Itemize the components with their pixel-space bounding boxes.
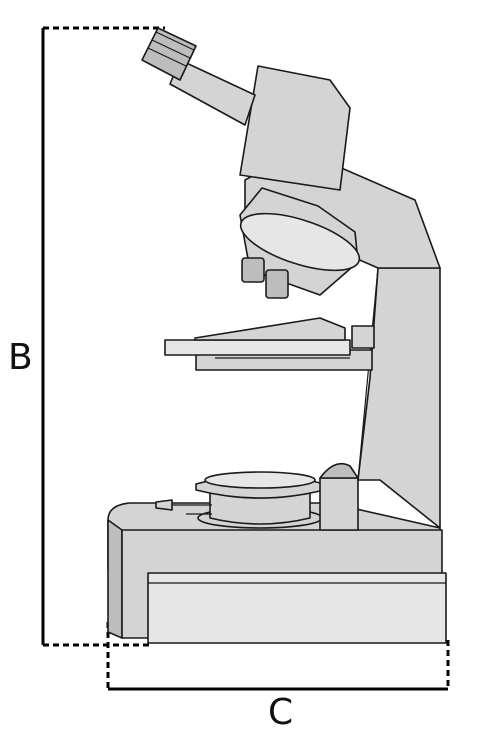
lever-knob <box>155 499 173 511</box>
base-drawer <box>147 572 447 644</box>
condenser-lens <box>204 471 316 489</box>
dimension-c <box>106 622 450 691</box>
arm-pillar-edge <box>357 267 379 481</box>
focus-block <box>319 462 359 531</box>
nosepiece <box>239 187 361 299</box>
microscope-base <box>107 502 447 644</box>
objective-1 <box>241 257 265 283</box>
stage-plate <box>164 339 351 356</box>
arm-pillar <box>357 267 441 529</box>
dimension-c-label: C <box>268 692 294 733</box>
objective-2 <box>265 269 289 299</box>
dimension-b-label: B <box>8 337 33 378</box>
microscope-head <box>141 27 441 269</box>
dimension-b <box>41 26 165 647</box>
illuminator <box>155 471 325 529</box>
focus-knob <box>319 462 359 479</box>
stage-knob <box>351 325 375 349</box>
base-left-side <box>107 519 123 639</box>
microscope-stage <box>164 317 375 371</box>
eyepiece-grip-lines <box>147 31 195 67</box>
turret-ring <box>239 212 361 272</box>
focus-block-front <box>319 477 359 531</box>
microscope-arm <box>357 267 441 529</box>
head-body <box>239 65 351 191</box>
stage-clip <box>194 317 346 341</box>
